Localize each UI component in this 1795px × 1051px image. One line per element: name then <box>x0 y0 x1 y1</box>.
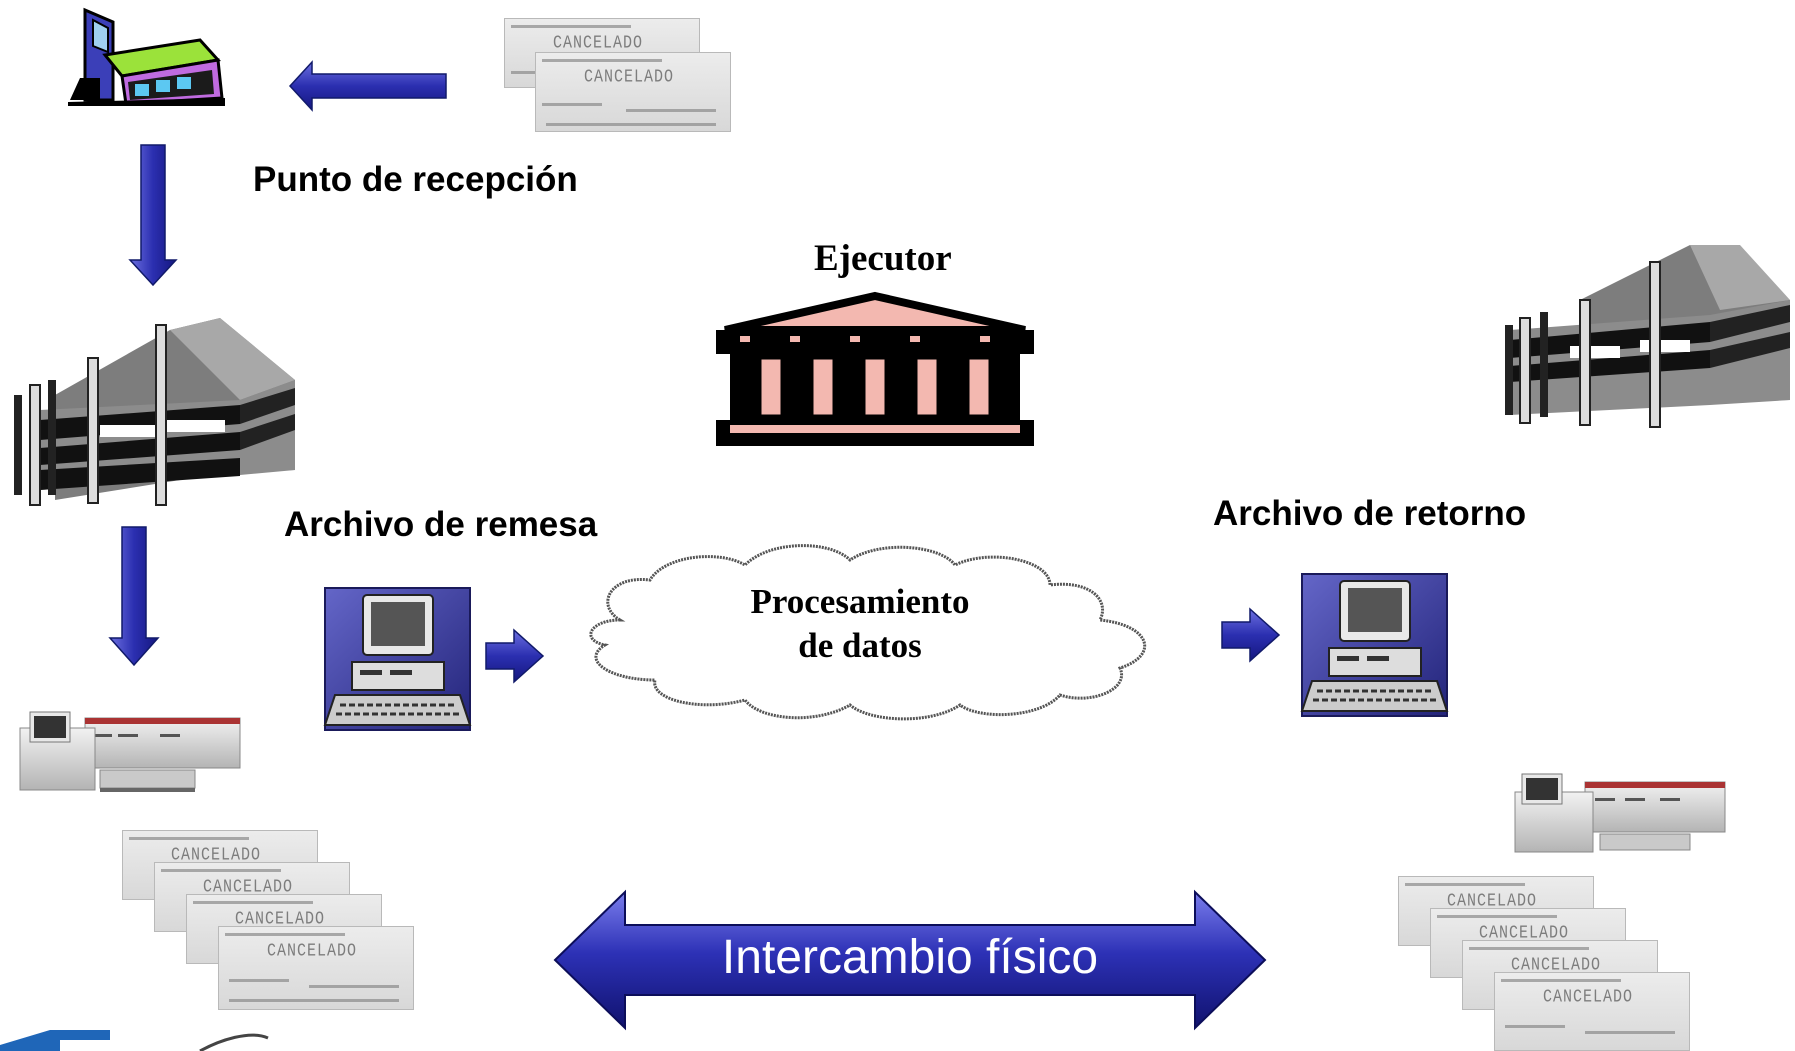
reception-point-label: Punto de recepción <box>253 160 578 199</box>
cheque-stamp: CANCELADO <box>584 67 675 88</box>
computer-icon-left[interactable] <box>323 587 472 731</box>
cloud-icon <box>589 544 1147 721</box>
cheque-stamp: CANCELADO <box>171 845 262 866</box>
cheque-icon: CANCELADO <box>535 52 731 132</box>
physical-exchange-label: Intercambio físico <box>721 931 1099 984</box>
executor-label: Ejecutor <box>814 238 952 279</box>
return-file-label: Archivo de retorno <box>1213 494 1527 533</box>
store-icon <box>68 7 225 106</box>
cheque-scanner-icon-left <box>19 711 241 792</box>
double-arrow-icon <box>553 889 1267 1031</box>
processing-label: Procesamiento de datos <box>700 580 1020 668</box>
arrow-right-1 <box>485 628 545 684</box>
cheque-icon: CANCELADO <box>218 926 414 1010</box>
cheque-stamp: CANCELADO <box>1479 923 1570 944</box>
cheque-stamp: CANCELADO <box>235 909 326 930</box>
cheque-stamp: CANCELADO <box>1543 987 1634 1008</box>
office-building-icon-right <box>1505 245 1790 428</box>
remittance-file-label: Archivo de remesa <box>284 505 598 544</box>
cheque-icon: CANCELADO <box>1494 972 1690 1051</box>
cheque-stamp: CANCELADO <box>267 941 358 962</box>
arrow-down-1 <box>128 144 178 287</box>
cheque-stamp: CANCELADO <box>1511 955 1602 976</box>
cheque-stamp: CANCELADO <box>203 877 294 898</box>
processing-label-line2: de datos <box>798 626 922 665</box>
cheque-scanner-icon-right <box>1514 773 1726 853</box>
arrow-down-2 <box>108 526 160 667</box>
logo-icon <box>0 1030 269 1051</box>
office-building-icon <box>14 318 295 506</box>
cheque-stamp: CANCELADO <box>553 33 644 54</box>
processing-label-line1: Procesamiento <box>750 582 970 621</box>
arrow-right-2 <box>1221 607 1281 663</box>
computer-icon-right[interactable] <box>1300 573 1449 717</box>
cheque-stamp: CANCELADO <box>1447 891 1538 912</box>
bank-icon <box>716 291 1034 446</box>
arrow-left-top <box>288 60 447 112</box>
